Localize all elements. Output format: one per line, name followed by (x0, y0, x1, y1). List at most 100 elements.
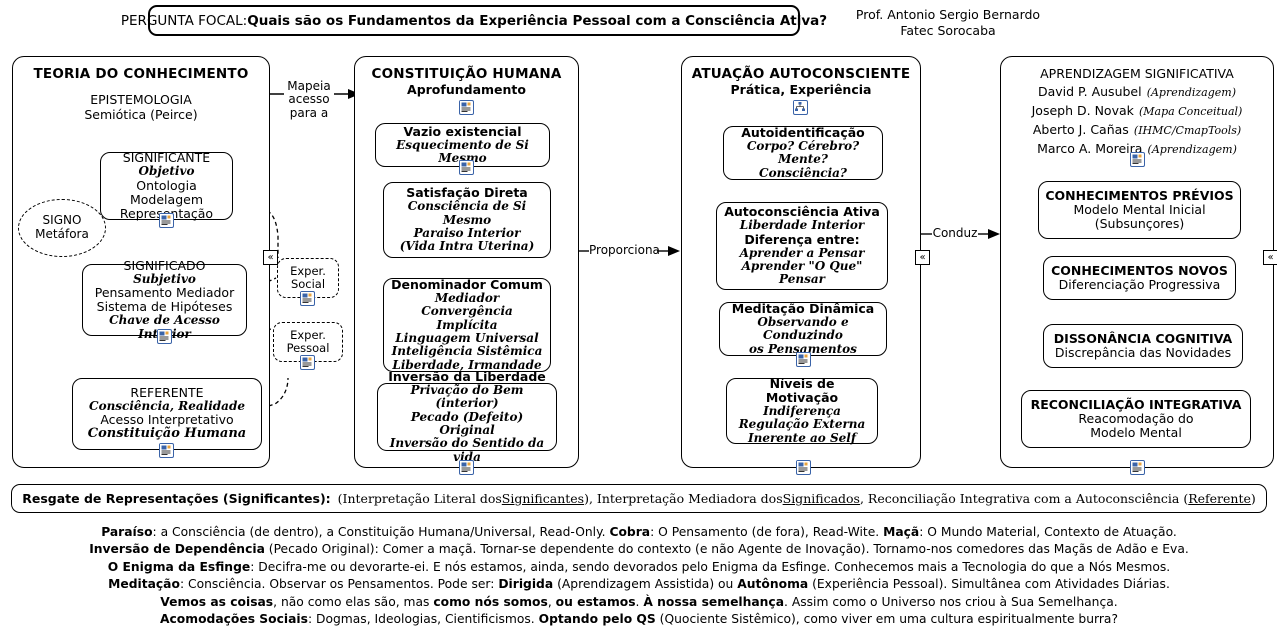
node-referente-script-line: Constituição Humana (87, 426, 247, 442)
author-name: Prof. Antonio Sergio Bernardo (855, 7, 1041, 22)
focal-question-box[interactable]: PERGUNTA FOCAL: Quais são os Fundamentos… (121, 5, 827, 36)
aprendizagem-author-note-3: (IHMC/CmapTools) (1133, 124, 1242, 137)
node-exper-pessoal-line-2: Pessoal (286, 341, 330, 355)
node-conhecimentos-novos[interactable]: CONHECIMENTOS NOVOS Diferenciação Progre… (1043, 256, 1236, 300)
node-referente-title: REFERENTE (130, 385, 204, 400)
node-inversao-da-liberdade[interactable]: Inversão da Liberdade Privação do Bem (i… (377, 369, 557, 464)
resgate-part-1: (Interpretação Literal dos (337, 491, 502, 506)
node-niveis-script-2: Regulação Externa (738, 417, 866, 432)
resgate-part-2: ), Interpretação Mediadora dos (584, 491, 783, 506)
connector-label-mapeia[interactable]: Mapeia acesso para a (284, 79, 334, 121)
node-significado-line-2: Sistema de Hipóteses (96, 299, 233, 315)
hierarchy-icon[interactable] (793, 100, 808, 115)
resource-icon[interactable] (1130, 460, 1145, 475)
panel-constituicao-title: CONSTITUIÇÃO HUMANA (371, 66, 562, 82)
note-line: Meditação: Consciência. Observar os Pens… (108, 577, 1170, 592)
connector-label-mapeia-line-1: Mapeia (287, 79, 331, 93)
resource-icon[interactable] (1130, 152, 1145, 167)
aprendizagem-author-name-3: Aberto J. Cañas (1032, 122, 1129, 137)
resgate-label: Resgate de Representações (Significantes… (22, 491, 331, 506)
author-block: Prof. Antonio Sergio Bernardo Fatec Soro… (838, 7, 1058, 38)
resource-icon[interactable] (459, 100, 474, 115)
panel-aprendizagem-title: APRENDIZAGEM SIGNIFICATIVA (1040, 66, 1234, 81)
node-meditacao-title: Meditação Dinâmica (731, 300, 875, 316)
note-line: Acomodações Sociais: Dogmas, Ideologias,… (160, 612, 1118, 627)
author-institution: Fatec Sorocaba (900, 22, 996, 38)
node-significante[interactable]: SIGNIFICANTE Objetivo Ontologia Modelage… (100, 150, 233, 220)
resource-icon[interactable] (300, 291, 315, 306)
node-denominador-script-2: Convergência Implícita (421, 304, 513, 332)
aprendizagem-author-name-2: Joseph D. Novak (1031, 103, 1134, 118)
node-signo-line-1: SIGNO (42, 213, 82, 228)
node-exper-pessoal-line-1: Exper. (290, 328, 326, 343)
node-denominador-script-4: Inteligência Sistêmica (391, 344, 543, 359)
node-significante-title: SIGNIFICANTE (122, 150, 211, 166)
note-line: Paraíso: a Consciência (de dentro), a Co… (101, 525, 1177, 539)
node-vazio-existencial[interactable]: Vazio existencial Esquecimento de Si Mes… (375, 123, 550, 167)
node-reconciliacao-integrativa[interactable]: RECONCILIAÇÃO INTEGRATIVA Reacomodação d… (1021, 390, 1251, 448)
node-inversao-title: Inversão da Liberdade (388, 368, 546, 384)
node-referente[interactable]: REFERENTE Consciência, Realidade Acesso … (72, 378, 262, 450)
collapse-icon[interactable]: « (263, 250, 278, 265)
node-autoconsciencia-title-2: Diferença entre: (744, 231, 860, 247)
node-vazio-script-1: Esquecimento de Si Mesmo (396, 137, 529, 165)
node-reconciliacao-title: RECONCILIAÇÃO INTEGRATIVA (1030, 397, 1242, 412)
resgate-de-representacoes-bar[interactable]: Resgate de Representações (Significantes… (11, 484, 1267, 513)
resource-icon[interactable] (796, 460, 811, 475)
resgate-part-3: , Reconciliação Integrativa com a Autoco… (859, 491, 1189, 506)
node-dissonancia-title: DISSONÂNCIA COGNITIVA (1053, 331, 1233, 346)
panel-teoria-subtitle-2: Semiótica (Peirce) (84, 107, 198, 122)
node-autoidentificacao-script-1: Corpo? Cérebro? Mente? (746, 138, 860, 167)
author-row: Joseph D. Novak (Mapa Conceitual) (1001, 100, 1273, 119)
resource-icon[interactable] (796, 352, 811, 367)
connector-label-mapeia-line-3: para a (289, 105, 329, 120)
node-exper-social-line-2: Social (290, 277, 326, 291)
connector-label-proporciona-line-1: Proporciona (589, 243, 660, 257)
notes-block: Paraíso: a Consciência (de dentro), a Co… (11, 524, 1267, 626)
node-satisfacao-title: Satisfação Direta (406, 185, 528, 201)
node-conhecimentos-previos[interactable]: CONHECIMENTOS PRÉVIOS Modelo Mental Inic… (1038, 181, 1241, 239)
node-satisfacao-script-1: Consciência de Si Mesmo (407, 199, 527, 227)
collapse-icon[interactable]: « (915, 250, 930, 265)
panel-constituicao-header: CONSTITUIÇÃO HUMANA Aprofundamento (355, 66, 578, 97)
resource-icon[interactable] (459, 460, 474, 475)
aprendizagem-author-note-1: (Aprendizagem) (1146, 86, 1237, 99)
resource-icon[interactable] (157, 329, 172, 344)
node-meditacao-script-2: os Pensamentos (749, 341, 857, 356)
resource-icon[interactable] (159, 213, 174, 228)
node-satisfacao-direta[interactable]: Satisfação Direta Consciência de Si Mesm… (383, 182, 551, 258)
focal-question-text: Quais são os Fundamentos da Experiência … (247, 12, 828, 29)
note-line: O Enigma da Esfinge: Decifra-me ou devor… (107, 559, 1171, 574)
node-autoidentificacao[interactable]: Autoidentificação Corpo? Cérebro? Mente?… (723, 125, 883, 180)
aprendizagem-author-note-4: (Aprendizagem) (1147, 143, 1237, 156)
aprendizagem-author-name-1: David P. Ausubel (1037, 84, 1142, 99)
connector-label-proporciona[interactable]: Proporciona (589, 243, 660, 258)
connector-label-mapeia-line-2: acesso (288, 92, 330, 107)
resource-icon[interactable] (459, 160, 474, 175)
collapse-icon[interactable]: « (1263, 250, 1277, 265)
node-niveis-de-motivacao[interactable]: Níveis de Motivação Indiferença Regulaçã… (726, 376, 878, 445)
panel-atuacao-title: ATUAÇÃO AUTOCONSCIENTE (691, 66, 911, 82)
node-significado-title: SIGNIFICADO (123, 257, 206, 273)
node-autoconsciencia-script-1: Liberdade Interior (739, 218, 865, 233)
resource-icon[interactable] (159, 443, 174, 458)
node-denominador-script-3: Linguagem Universal (395, 331, 539, 345)
node-satisfacao-script-2: Paraiso Interior (413, 226, 521, 240)
connector-label-conduz-line-1: Conduz (932, 226, 978, 240)
note-line: Vemos as coisas, não como elas são, mas … (160, 594, 1118, 609)
node-denominador-comum[interactable]: Denominador Comum Mediador Convergência … (383, 277, 551, 372)
node-autoconsciencia-script-2: Aprender a Pensar (739, 245, 865, 260)
node-significado[interactable]: SIGNIFICADO Subjetivo Pensamento Mediado… (82, 258, 247, 340)
resource-icon[interactable] (300, 355, 315, 370)
node-dissonancia-cognitiva[interactable]: DISSONÂNCIA COGNITIVA Discrepância das N… (1043, 324, 1243, 368)
connector-label-conduz[interactable]: Conduz (932, 226, 978, 241)
node-denominador-script-5: Liberdade, Irmandade (392, 357, 542, 372)
node-meditacao-dinamica[interactable]: Meditação Dinâmica Observando e Conduzin… (719, 300, 887, 356)
author-row: David P. Ausubel (Aprendizagem) (1001, 81, 1273, 100)
aprendizagem-author-name-4: Marco A. Moreira (1037, 141, 1143, 156)
node-inversao-script-2: Pecado (Defeito) Original (410, 409, 524, 437)
node-significado-line-1: Pensamento Mediador (94, 285, 235, 301)
node-signo[interactable]: SIGNO Metáfora (18, 199, 106, 257)
node-autoconsciencia-ativa[interactable]: Autoconsciência Ativa Liberdade Interior… (716, 202, 888, 290)
node-niveis-script-3: Inerente ao Self (748, 430, 856, 445)
